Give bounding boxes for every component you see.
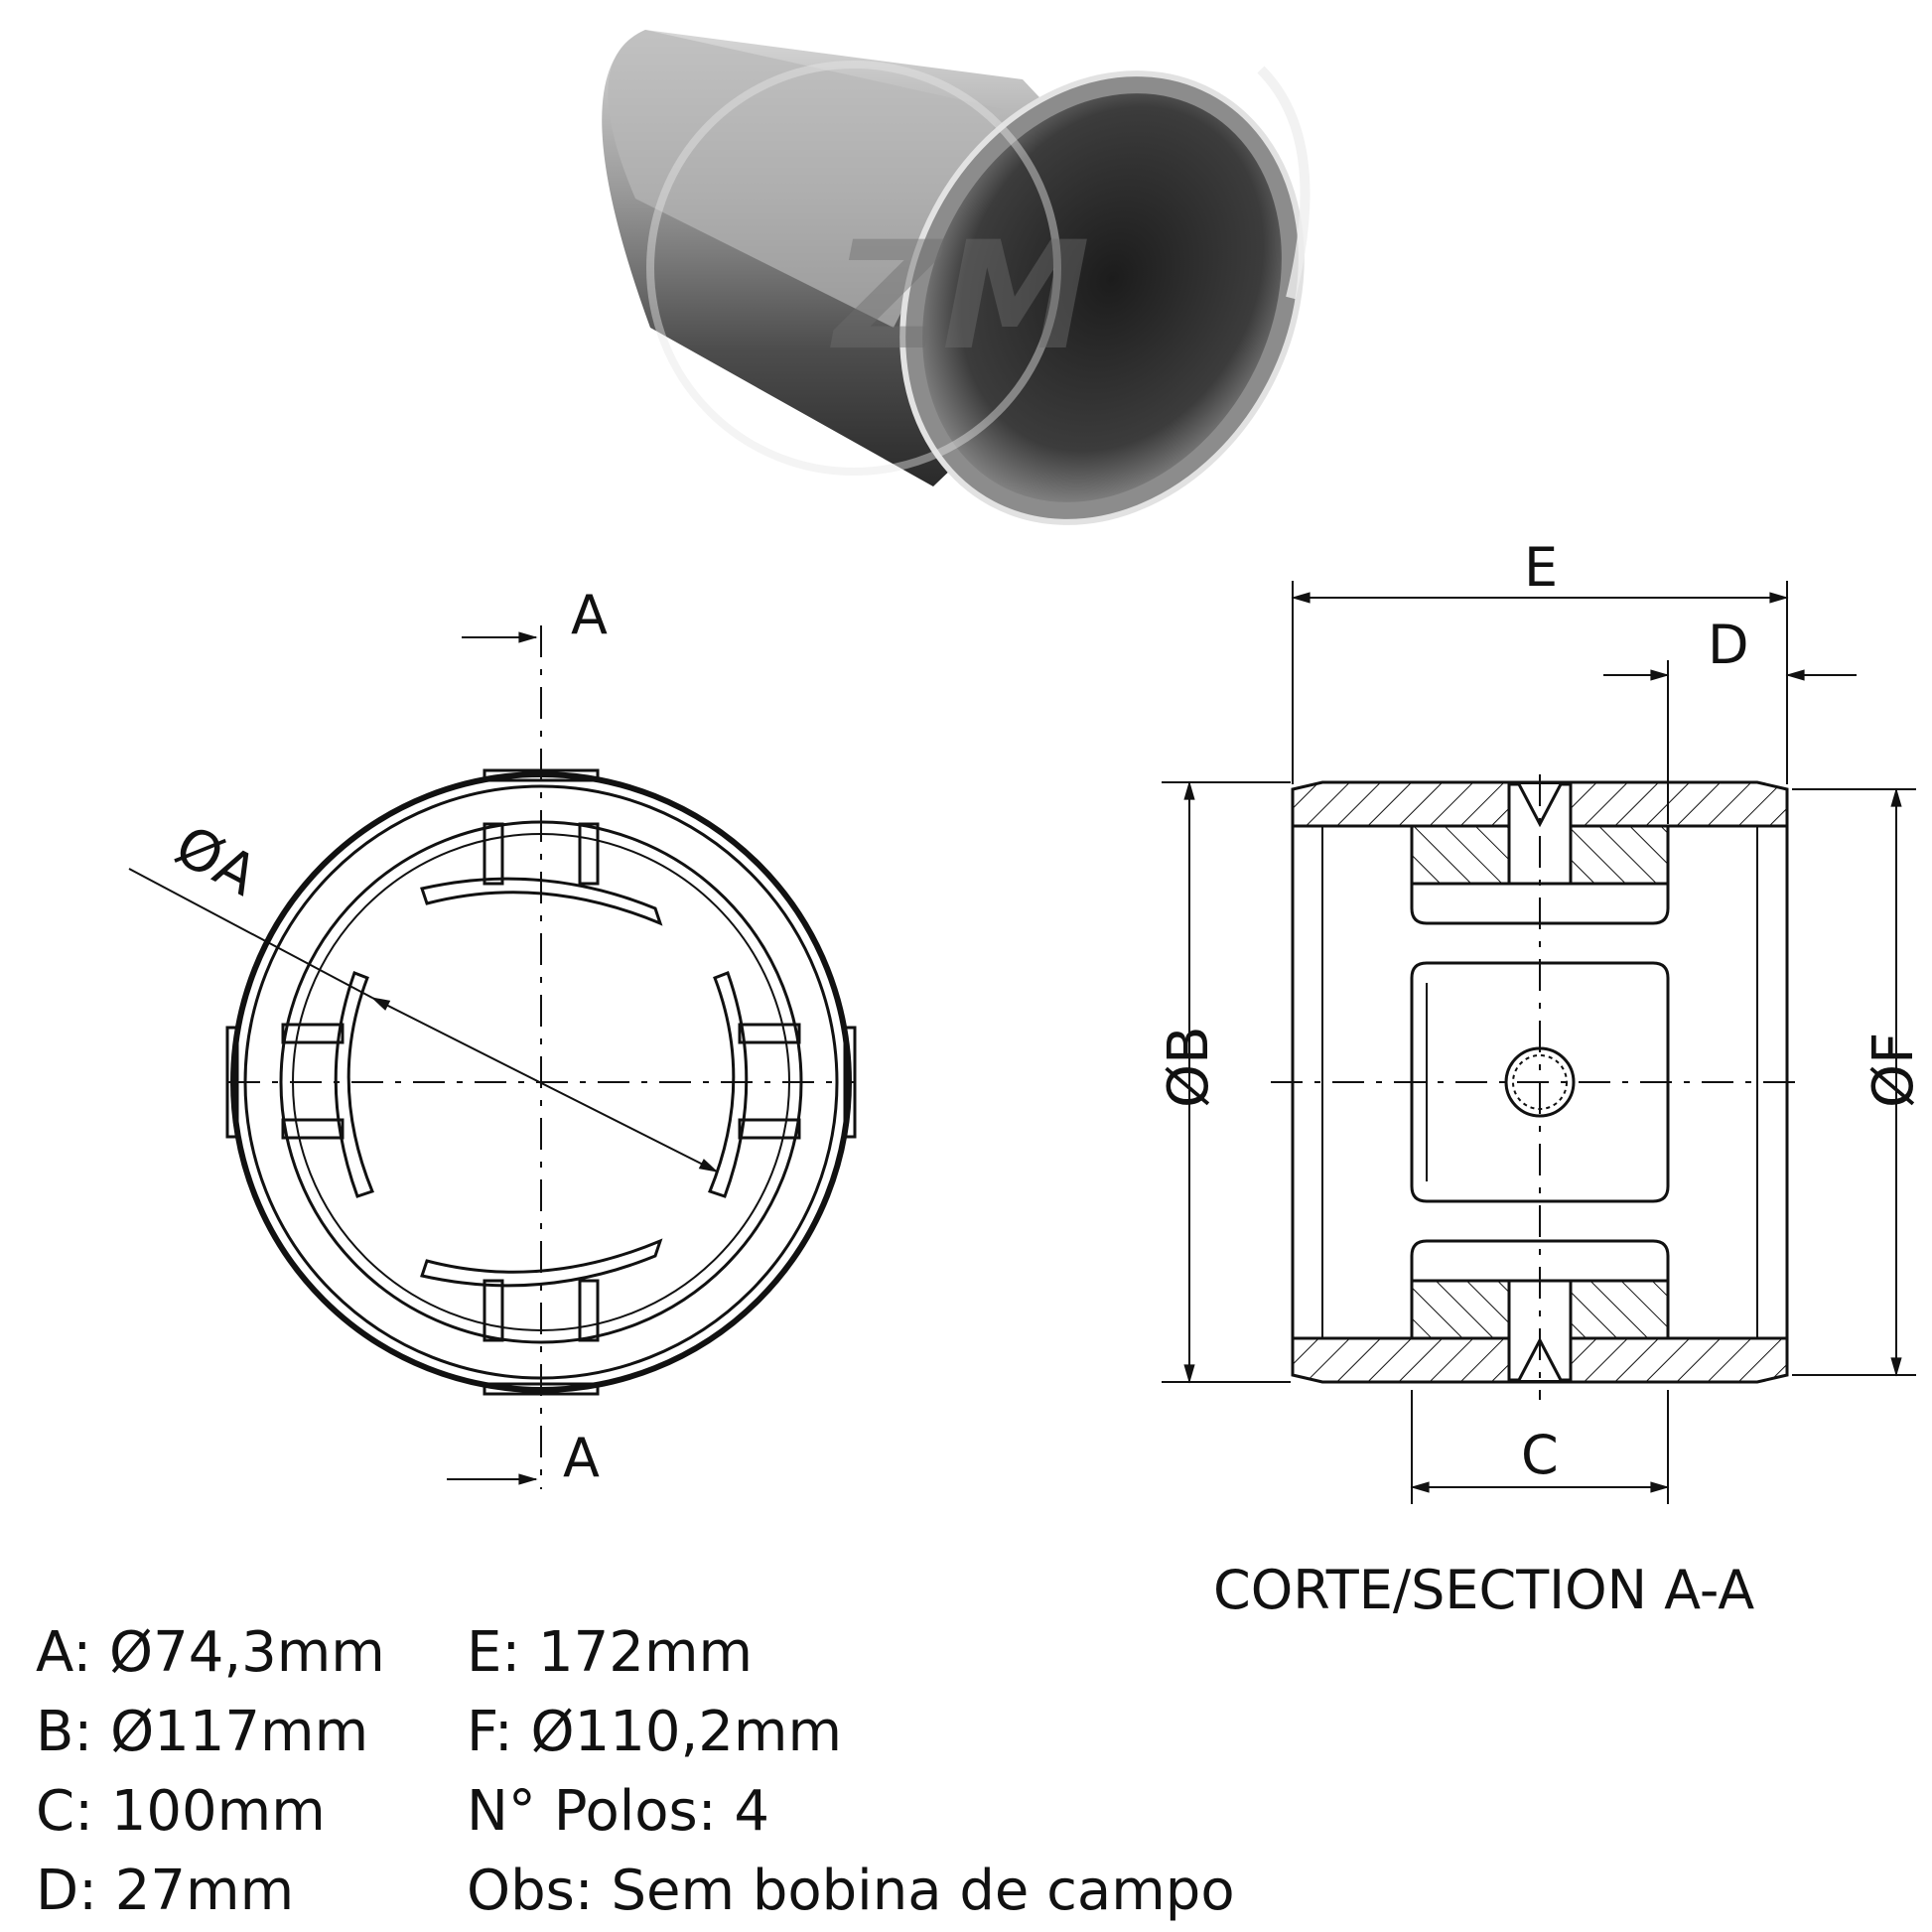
cut-label-top: A xyxy=(571,584,608,646)
spec-d: D: 27mm xyxy=(36,1859,295,1923)
spec-notes: Obs: Sem bobina de campo xyxy=(467,1859,1235,1923)
dim-label-b: ØB xyxy=(1157,1027,1221,1109)
dim-label-d: D xyxy=(1708,614,1749,676)
spec-b: B: Ø117mm xyxy=(36,1700,369,1764)
specs-right: E: 172mm F: Ø110,2mm N° Polos: 4 Obs: Se… xyxy=(467,1613,1235,1931)
dim-label-e: E xyxy=(1524,536,1558,599)
watermark-logo xyxy=(646,61,1061,476)
end-view xyxy=(128,625,857,1489)
watermark-logo: ZM xyxy=(830,210,1090,383)
dim-label-f: ØF xyxy=(1862,1033,1926,1108)
spec-e: E: 172mm xyxy=(467,1620,754,1685)
dim-label-a: ØA xyxy=(165,813,267,908)
spec-c: C: 100mm xyxy=(36,1779,326,1844)
section-view xyxy=(1271,774,1807,1400)
section-dimensions xyxy=(1162,581,1916,1504)
spec-f: F: Ø110,2mm xyxy=(467,1700,843,1764)
section-caption: CORTE/SECTION A-A xyxy=(1213,1559,1754,1621)
housing-photo: ZM xyxy=(602,30,1311,525)
cut-label-bottom: A xyxy=(563,1427,600,1489)
spec-a: A: Ø74,3mm xyxy=(36,1620,385,1685)
specs-left: A: Ø74,3mm B: Ø117mm C: 100mm D: 27mm xyxy=(36,1613,385,1931)
spec-poles: N° Polos: 4 xyxy=(467,1779,770,1844)
dim-label-c: C xyxy=(1521,1424,1559,1486)
